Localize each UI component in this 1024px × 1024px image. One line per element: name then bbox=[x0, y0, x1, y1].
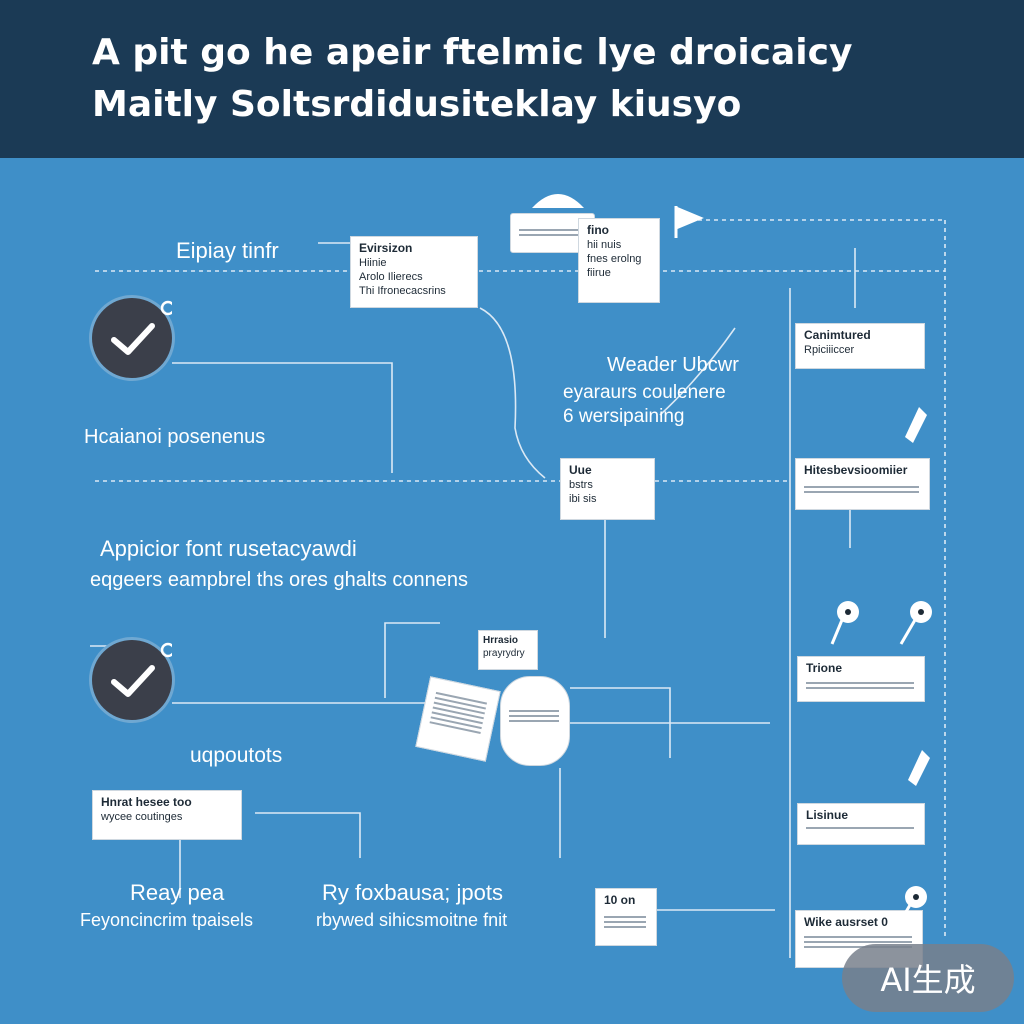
connector-lines bbox=[90, 219, 946, 958]
check-badge-2 bbox=[92, 640, 172, 720]
wrench-icon bbox=[905, 407, 927, 443]
label-eipiay: Eipiay tinfr bbox=[176, 238, 279, 263]
card-text: bstrs bbox=[569, 479, 593, 491]
label-hcaianoi: Hcaianoi posenenus bbox=[84, 426, 266, 448]
card-fino: fino hii nuis fnes erolng fiirue bbox=[578, 218, 660, 303]
card-text: Hiinie bbox=[359, 257, 387, 269]
label-weader-title: Weader Ubcwr bbox=[607, 354, 739, 376]
check-icon bbox=[111, 642, 172, 697]
card-10on: 10 on bbox=[595, 888, 657, 946]
card-heading: Lisinue bbox=[806, 808, 849, 822]
card-uue: Uue bstrs ibi sis bbox=[560, 458, 655, 520]
connector bbox=[172, 362, 393, 473]
diagram-canvas: Eipiay tinfr Hcaianoi posenenus Weader U… bbox=[0, 158, 1024, 1024]
card-heading: Hitesbevsioomiier bbox=[804, 463, 908, 477]
connector bbox=[384, 622, 440, 698]
check-badge-1 bbox=[92, 298, 172, 378]
ai-generated-watermark: AI生成 bbox=[842, 944, 1014, 1012]
label-ryfox-subtitle: rbywed sihicsmoitne fnit bbox=[316, 910, 508, 930]
pin-icon bbox=[899, 601, 932, 645]
card-text: fnes erolng bbox=[587, 253, 642, 265]
pin-icon bbox=[894, 886, 927, 930]
label-reay-title: Reay pea bbox=[130, 880, 225, 905]
header-banner: A pit go he apeir ftelmic lye droicaicy … bbox=[0, 0, 1024, 158]
label-uqpoutots: uqpoutots bbox=[190, 744, 283, 767]
blob-shape bbox=[500, 676, 570, 766]
card-canimtured: Canimtured Rpiciiiccer bbox=[795, 323, 925, 369]
card-text: fiirue bbox=[587, 267, 611, 279]
check-icon bbox=[111, 300, 172, 355]
connector bbox=[659, 327, 736, 416]
card-heading: 10 on bbox=[604, 893, 636, 907]
card-lisinue: Lisinue bbox=[797, 803, 925, 845]
card-heading: Hrrasio bbox=[483, 635, 519, 646]
label-reay-subtitle: Feyoncincrim tpaisels bbox=[80, 910, 254, 930]
label-weader-line3: 6 wersipaining bbox=[563, 406, 685, 427]
flag-icon bbox=[674, 206, 704, 238]
card-text: hii nuis bbox=[587, 239, 622, 251]
cap-icon bbox=[532, 194, 584, 208]
card-heading: Trione bbox=[806, 661, 843, 675]
card-evirsizon: Evirsizon Hiinie Arolo Ilierecs Thi Ifro… bbox=[350, 236, 478, 308]
pin-icon bbox=[830, 601, 859, 645]
card-text: prayrydry bbox=[483, 648, 525, 659]
title-line-1: A pit go he apeir ftelmic lye droicaicy bbox=[92, 32, 853, 73]
wrench-icon bbox=[908, 750, 930, 786]
card-text: Rpiciiiccer bbox=[804, 344, 855, 356]
connector bbox=[479, 307, 546, 479]
card-heading: Wike ausrset 0 bbox=[804, 915, 888, 929]
label-appicior: Appicior font rusetacyawdi bbox=[100, 536, 357, 561]
card-heading: Evirsizon bbox=[359, 241, 413, 255]
card-hnrat: Hnrat hesee too wycee coutinges bbox=[92, 790, 242, 840]
label-egcers: eqgeers eampbrel ths ores ghalts connens bbox=[90, 569, 469, 591]
card-text: Thi Ifronecacsrins bbox=[359, 285, 446, 297]
card-heading: Hnrat hesee too bbox=[101, 795, 192, 809]
label-weader-line2: eyaraurs coulenere bbox=[563, 382, 726, 403]
connector bbox=[570, 687, 671, 758]
card-trione: Trione bbox=[797, 656, 925, 702]
card-heading: Canimtured bbox=[804, 328, 871, 342]
card-text: Arolo Ilierecs bbox=[359, 271, 423, 283]
document-sheet bbox=[415, 676, 501, 762]
card-heading: fino bbox=[587, 223, 609, 237]
card-hrrasio: Hrrasio prayrydry bbox=[478, 630, 538, 670]
card-text: ibi sis bbox=[569, 493, 597, 505]
label-ryfox-title: Ry foxbausa; jpots bbox=[322, 880, 503, 905]
card-heading: Uue bbox=[569, 463, 592, 477]
connector bbox=[255, 812, 361, 858]
card-hitesbev: Hitesbevsioomiier bbox=[795, 458, 930, 510]
card-text: wycee coutinges bbox=[101, 811, 183, 823]
title-line-2: Maitly Soltsrdidusiteklay kiusyo bbox=[92, 84, 742, 125]
